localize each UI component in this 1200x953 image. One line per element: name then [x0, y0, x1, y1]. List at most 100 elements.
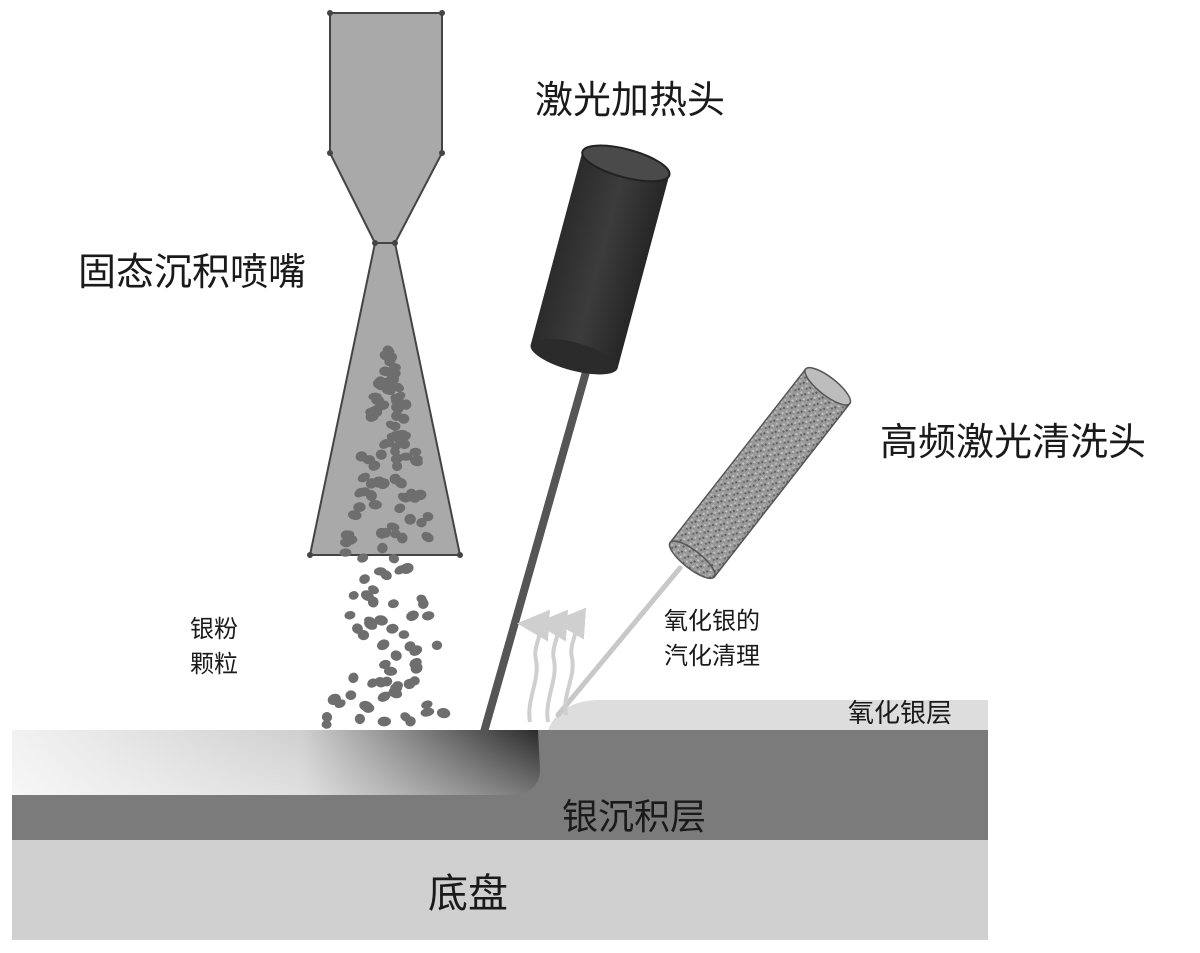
label-silver-powder: 银粉 颗粒 [190, 612, 238, 682]
label-silver-powder-line1: 银粉 [190, 615, 238, 643]
label-oxide-vaporization-line1: 氧化银的 [664, 607, 760, 635]
solid-deposition-nozzle [329, 12, 443, 244]
silver-particle [359, 574, 370, 584]
silver-particle [379, 366, 392, 377]
silver-particle [404, 513, 416, 525]
label-silver-deposition-layer: 银沉积层 [562, 797, 707, 838]
silver-particle [348, 591, 359, 600]
silver-particle [374, 677, 387, 688]
heating-laser-beam [480, 368, 590, 736]
silver-particle [390, 382, 405, 393]
silver-particle [321, 720, 332, 729]
silver-particle [406, 610, 419, 621]
silver-particle [398, 413, 410, 424]
silver-particle [347, 510, 362, 520]
silver-particle [399, 452, 413, 461]
silver-particle [436, 707, 451, 719]
silver-particle [368, 499, 382, 510]
silver-particle [400, 563, 414, 574]
silver-particle [360, 590, 374, 601]
silver-oxide-layer [548, 700, 988, 730]
silver-particle [377, 639, 390, 651]
silver-particle [409, 657, 422, 669]
silver-particle [354, 713, 366, 725]
label-silver-oxide-layer: 氧化银层 [848, 699, 953, 729]
silver-particle [383, 666, 398, 676]
silver-particle [431, 640, 443, 651]
silver-particle [413, 489, 427, 501]
nozzle-cone [308, 242, 462, 556]
silver-particle [358, 487, 371, 497]
silver-particle [417, 598, 429, 609]
silver-particle [377, 716, 391, 727]
silver-particle [370, 404, 383, 416]
silver-particle [422, 611, 435, 621]
silver-particle [391, 402, 404, 414]
silver-particle [344, 610, 356, 620]
silver-particle [390, 682, 403, 694]
silver-particle [339, 548, 352, 557]
silver-particle [364, 616, 378, 628]
silver-particle [377, 691, 391, 702]
silver-particle [375, 449, 387, 460]
cleaning-laser-beam [555, 565, 683, 718]
silver-particle [368, 392, 382, 401]
silver-particle [345, 690, 357, 701]
silver-particle [409, 645, 423, 656]
label-laser-heating-head: 激光加热头 [535, 78, 726, 122]
silver-particle [396, 532, 408, 544]
silver-particle [387, 599, 399, 609]
silver-particle [400, 399, 412, 410]
label-base-plate: 底盘 [428, 871, 508, 917]
silver-particle [392, 461, 403, 472]
silver-particle [321, 712, 333, 723]
silver-particle [386, 522, 400, 532]
silver-particle [389, 473, 401, 485]
silver-particle [390, 650, 402, 661]
silver-particle [391, 394, 404, 406]
silver-particle [398, 630, 410, 639]
silver-particle [357, 553, 369, 563]
silver-particle [421, 531, 434, 543]
silver-particle [403, 678, 416, 690]
silver-particle [374, 615, 388, 626]
silver-particle [409, 455, 423, 464]
silver-particle [400, 712, 411, 722]
label-silver-powder-line2: 颗粒 [190, 649, 238, 678]
silver-particle [385, 373, 400, 385]
silver-particle [422, 511, 434, 522]
silver-particle [348, 672, 359, 684]
silver-particle [353, 502, 366, 513]
silver-particle [377, 478, 390, 490]
silver-particle [340, 530, 353, 541]
silver-particle [390, 421, 401, 431]
silver-particle [327, 693, 341, 706]
silver-particle [390, 453, 403, 464]
silver-particle [388, 362, 401, 372]
label-oxide-vaporization-line2: 汽化清理 [664, 641, 760, 670]
laser-heating-head [530, 144, 671, 375]
label-oxide-vaporization: 氧化银的 汽化清理 [664, 604, 760, 674]
silver-particle [409, 447, 422, 457]
silver-particle [375, 380, 386, 391]
label-hf-laser-cleaning-head: 高频激光清洗头 [880, 420, 1147, 464]
silver-particle [382, 345, 394, 356]
silver-particle [379, 659, 391, 669]
silver-particle [386, 623, 399, 634]
hf-laser-cleaning-head [668, 366, 852, 580]
silver-particle [340, 538, 352, 548]
silver-particle [375, 527, 388, 539]
silver-particle [373, 567, 387, 576]
silver-particle [388, 554, 400, 564]
vaporization-arrows [517, 607, 587, 723]
silver-particle [357, 472, 370, 483]
silver-particle [364, 455, 376, 464]
silver-particle [394, 503, 406, 514]
silver-particle [406, 488, 417, 500]
silver-particle [377, 542, 388, 554]
silver-particle [357, 629, 370, 641]
silver-particle [416, 517, 427, 528]
silver-particle [391, 442, 402, 451]
